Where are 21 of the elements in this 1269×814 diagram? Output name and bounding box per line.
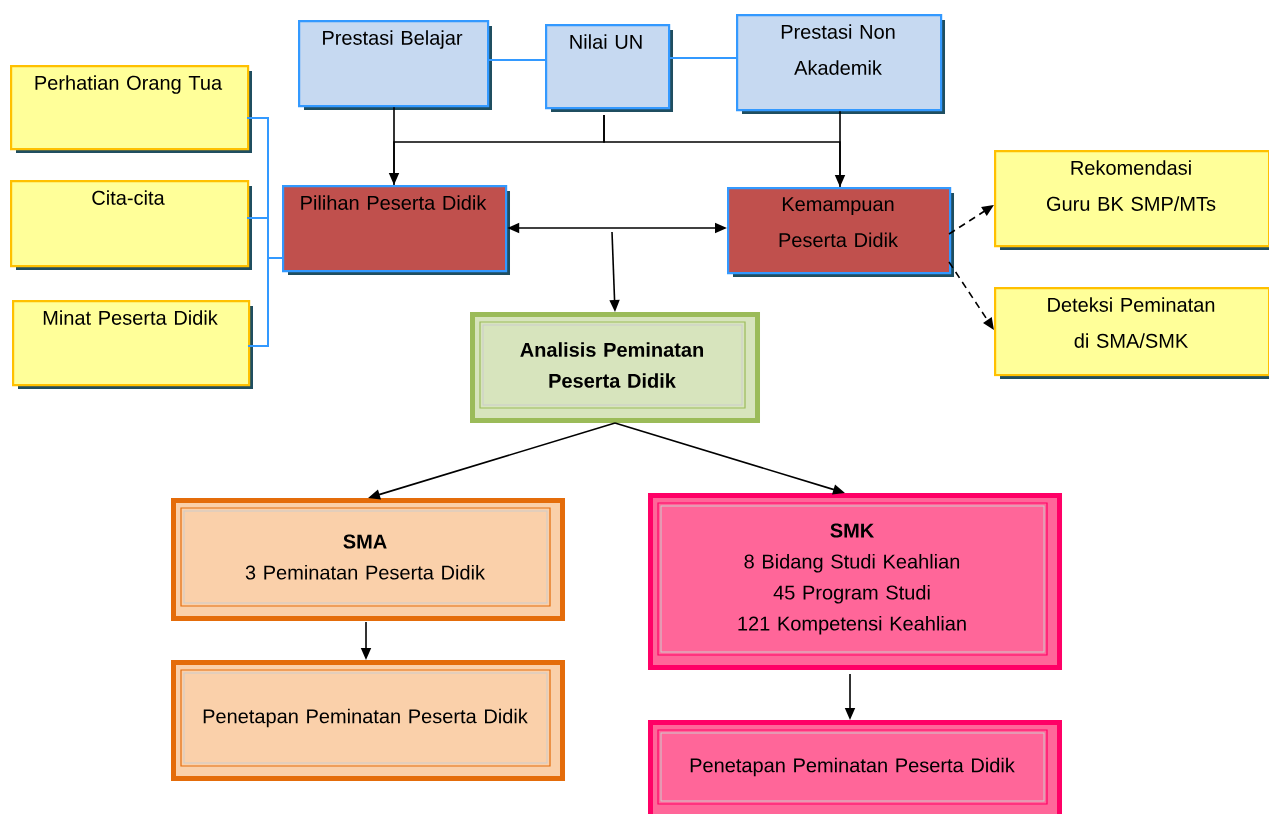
connector-line (247, 257, 283, 347)
source-box: Prestasi Belajar (298, 20, 492, 110)
arrow (948, 261, 994, 330)
result-box: Penetapan Peminatan Peserta Didik (648, 720, 1062, 814)
connector-line (667, 57, 737, 59)
arrow (948, 205, 994, 235)
source-box: Prestasi Non Akademik (736, 14, 945, 114)
school-box: SMK 8 Bidang Studi Keahlian 45 Program Studi 121 Kompetensi Keahlian (648, 493, 1062, 670)
analysis-box: Analisis Peminatan Peserta Didik (470, 312, 760, 423)
result-box: Penetapan Peminatan Peserta Didik (171, 660, 565, 781)
factor-box: Perhatian Orang Tua (10, 65, 252, 153)
process-box: Pilihan Peserta Didik (282, 185, 510, 275)
factor-box: Minat Peserta Didik (12, 300, 253, 389)
connector-line (603, 114, 841, 188)
factor-box: Cita-cita (10, 180, 252, 270)
output-box: Deteksi Peminatan di SMA/SMK (994, 287, 1269, 379)
school-box: SMA 3 Peminatan Peserta Didik (171, 498, 565, 621)
process-box: Kemampuan Peserta Didik (727, 187, 954, 277)
source-box: Nilai UN (545, 24, 673, 112)
output-box: Rekomendasi Guru BK SMP/MTs (994, 150, 1269, 250)
connector-line (486, 59, 546, 61)
